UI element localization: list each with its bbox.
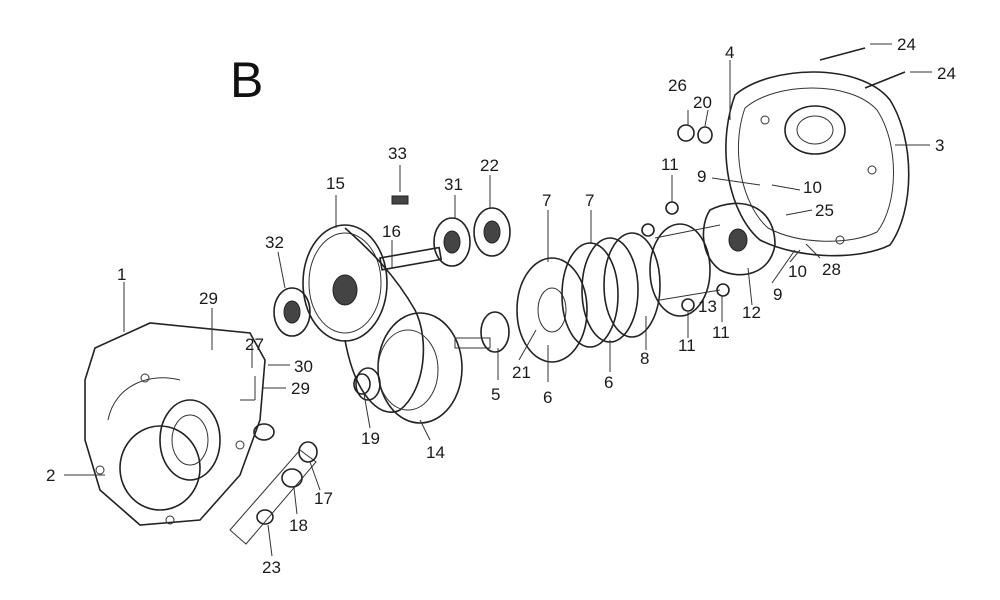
nut-11-bottom [681, 298, 695, 312]
label-16: 16 [382, 222, 401, 241]
clutch-plates [561, 232, 661, 348]
label-9b: 9 [773, 285, 782, 304]
clutch-drum [355, 312, 463, 424]
right-housing [725, 71, 910, 257]
pinion-gear [454, 311, 510, 353]
label-4: 4 [725, 43, 734, 62]
label-23: 23 [262, 558, 281, 577]
section-letter: B [230, 52, 263, 108]
release-lever [702, 202, 776, 276]
label-9a: 9 [697, 167, 706, 186]
ring-19 [353, 373, 371, 395]
bearing-22 [473, 207, 511, 257]
label-26: 26 [668, 76, 687, 95]
nut-11-right [716, 283, 730, 297]
bolt-24-lower [864, 71, 906, 89]
leader-lines [64, 43, 932, 557]
label-32: 32 [265, 233, 284, 252]
key [391, 195, 409, 205]
label-31: 31 [444, 175, 463, 194]
label-15: 15 [326, 174, 345, 193]
label-6a: 6 [543, 388, 552, 407]
label-22: 22 [480, 156, 499, 175]
shaft [379, 246, 443, 271]
nut-11-top [665, 201, 679, 215]
seal-18 [281, 468, 303, 488]
sprocket [302, 224, 388, 342]
label-7a: 7 [542, 191, 551, 210]
label-19: 19 [361, 429, 380, 448]
label-11c: 11 [712, 323, 730, 342]
label-18: 18 [289, 516, 308, 535]
label-24a: 24 [897, 35, 916, 54]
label-13: 13 [698, 297, 717, 316]
label-28: 28 [822, 260, 841, 279]
label-11a: 11 [661, 155, 679, 174]
friction-disk-21 [516, 257, 588, 363]
nut-11-mid [641, 223, 655, 237]
bearing-31 [433, 217, 471, 267]
washer-20 [697, 126, 713, 144]
label-8: 8 [640, 349, 649, 368]
label-29b: 29 [291, 379, 310, 398]
label-1: 1 [117, 265, 126, 284]
label-7b: 7 [585, 191, 594, 210]
label-5: 5 [491, 385, 500, 404]
label-30: 30 [294, 357, 313, 376]
bearing-32 [273, 287, 311, 337]
label-2: 2 [46, 466, 55, 485]
label-17: 17 [314, 489, 333, 508]
label-10a: 10 [803, 178, 822, 197]
label-3: 3 [935, 136, 944, 155]
label-25: 25 [815, 201, 834, 220]
label-29a: 29 [199, 289, 218, 308]
gear-case-cover [84, 322, 317, 545]
label-27: 27 [245, 335, 264, 354]
label-21: 21 [512, 363, 531, 382]
cap-17 [298, 441, 318, 463]
label-14: 14 [426, 443, 445, 462]
part-labels: 1 2 3 4 5 6 6 7 7 8 9 9 10 10 11 11 11 1… [46, 35, 956, 577]
label-33: 33 [388, 144, 407, 163]
label-11b: 11 [678, 336, 696, 355]
bolt-24-upper [819, 47, 866, 61]
plug-23 [256, 509, 274, 525]
label-20: 20 [693, 93, 712, 112]
pressure-plate [649, 223, 721, 317]
label-24b: 24 [937, 64, 956, 83]
label-10b: 10 [788, 262, 807, 281]
label-6b: 6 [604, 373, 613, 392]
seal-26 [677, 124, 695, 142]
label-12: 12 [742, 303, 761, 322]
